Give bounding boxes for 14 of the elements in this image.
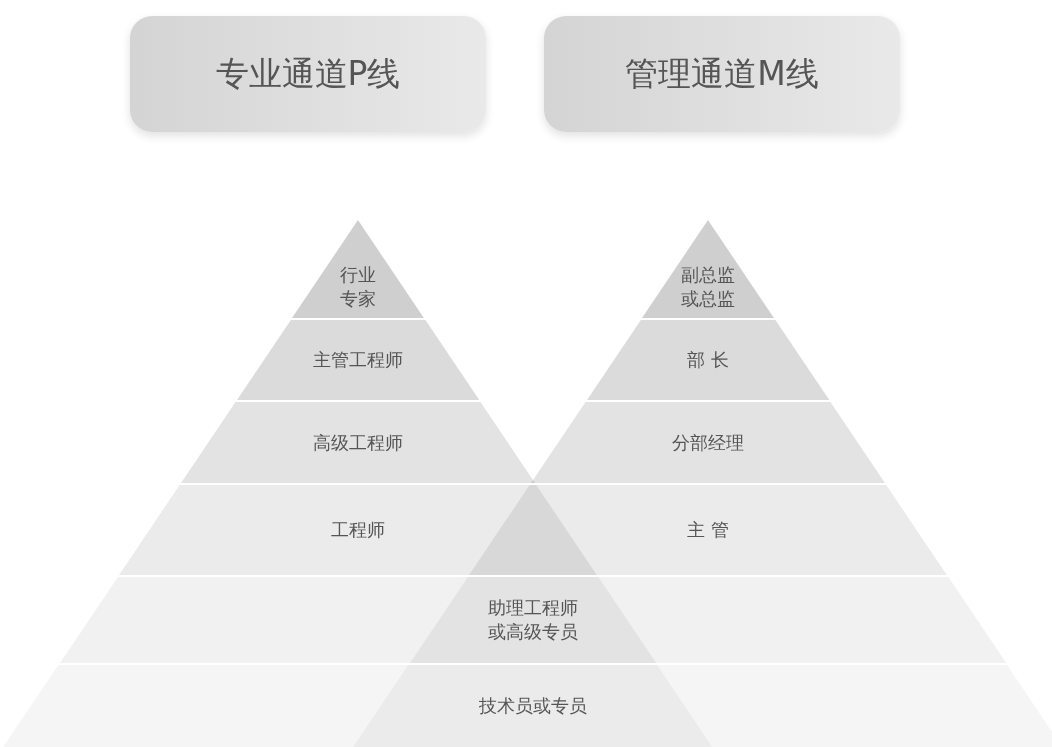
tier-label: 副总监或总监 — [680, 262, 736, 311]
header-panel — [130, 16, 486, 132]
tier-label: 助理工程师或高级专员 — [487, 596, 579, 644]
header-title: 管理通道M线 — [625, 52, 819, 95]
tier-label: 主 管 — [687, 518, 729, 542]
tier-label: 主管工程师 — [313, 348, 403, 372]
tier-label: 分部经理 — [672, 430, 744, 455]
header-panel — [544, 16, 900, 132]
header-title: 专业通道P线 — [215, 52, 401, 95]
tier-label: 技术员或专员 — [479, 694, 587, 718]
tier-label: 部 长 — [687, 348, 729, 372]
tier-label: 行业专家 — [339, 262, 377, 311]
tier-label: 高级工程师 — [313, 430, 403, 455]
tier-label: 工程师 — [331, 518, 385, 542]
